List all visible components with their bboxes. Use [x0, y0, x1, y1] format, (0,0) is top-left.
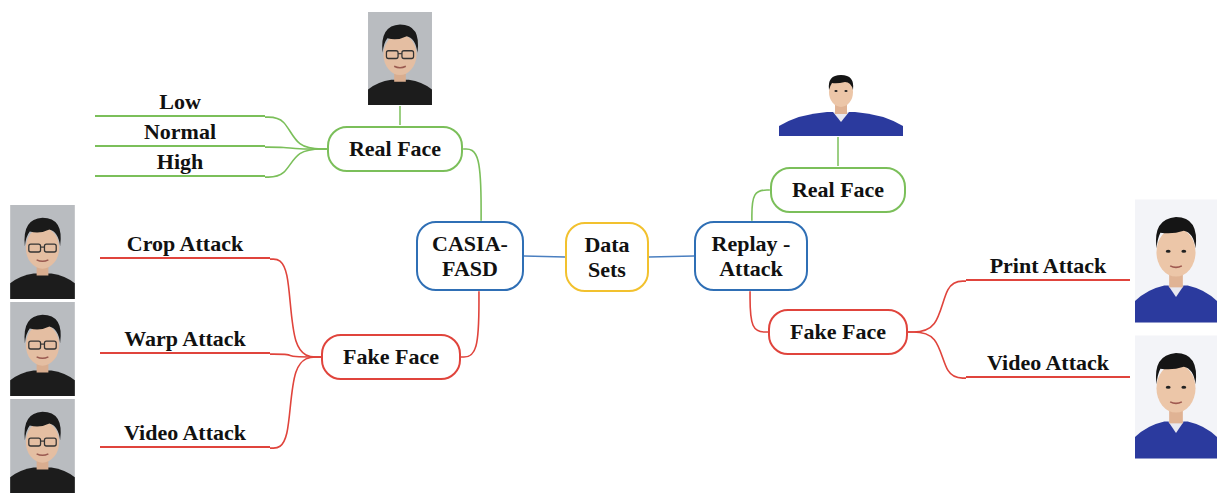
branch-line — [750, 291, 768, 332]
face-photo — [10, 302, 75, 396]
leaf-topic: Crop Attack — [100, 231, 270, 259]
topic-box: CASIA- FASD — [416, 221, 524, 292]
topic-label: Normal — [95, 119, 265, 144]
topic-box: Fake Face — [768, 309, 908, 354]
branch-line — [461, 291, 479, 357]
topic-label: Real Face — [792, 177, 884, 202]
face-photo — [10, 205, 75, 299]
face-photo — [368, 12, 432, 105]
leaf-topic: Video Attack — [966, 350, 1130, 378]
topic-label: Fake Face — [343, 344, 439, 369]
topic-box: Data Sets — [565, 222, 649, 293]
topic-label: Real Face — [349, 136, 441, 161]
face-photo — [10, 399, 75, 493]
topic-box: Fake Face — [321, 334, 461, 379]
topic-label: Video Attack — [966, 350, 1130, 375]
leaf-topic: Print Attack — [966, 253, 1130, 281]
topic-label: High — [95, 149, 265, 174]
branch-line — [524, 256, 565, 257]
leaf-topic: High — [95, 149, 265, 177]
topic-label: Print Attack — [966, 253, 1130, 278]
leaf-topic: Video Attack — [100, 420, 270, 448]
face-photo — [1135, 336, 1217, 459]
branch-line — [270, 259, 321, 357]
branch-line — [265, 117, 327, 149]
leaf-topic: Normal — [95, 119, 265, 147]
face-photo — [779, 75, 903, 136]
topic-label: Replay -Attack — [708, 231, 794, 282]
branch-line — [463, 149, 481, 221]
topic-label: Fake Face — [790, 319, 886, 344]
leaf-topic: Low — [95, 89, 265, 117]
topic-label: Low — [95, 89, 265, 114]
branch-line — [752, 190, 770, 221]
branch-line — [270, 357, 321, 448]
topic-label: Video Attack — [100, 420, 270, 445]
leaf-topic: Warp Attack — [100, 326, 270, 354]
branch-line — [265, 149, 327, 177]
photo-leader — [399, 106, 401, 125]
topic-label: Crop Attack — [100, 231, 270, 256]
branch-line — [649, 256, 694, 257]
topic-label: Warp Attack — [100, 326, 270, 351]
topic-box: Real Face — [327, 126, 463, 171]
topic-label: Data Sets — [579, 232, 635, 283]
topic-box: Real Face — [770, 167, 906, 212]
topic-label: CASIA- FASD — [430, 231, 510, 282]
topic-box: Replay -Attack — [694, 221, 808, 292]
photo-leader — [837, 137, 839, 166]
branch-line — [908, 332, 966, 378]
branch-line — [908, 281, 966, 332]
face-photo — [1135, 200, 1217, 323]
